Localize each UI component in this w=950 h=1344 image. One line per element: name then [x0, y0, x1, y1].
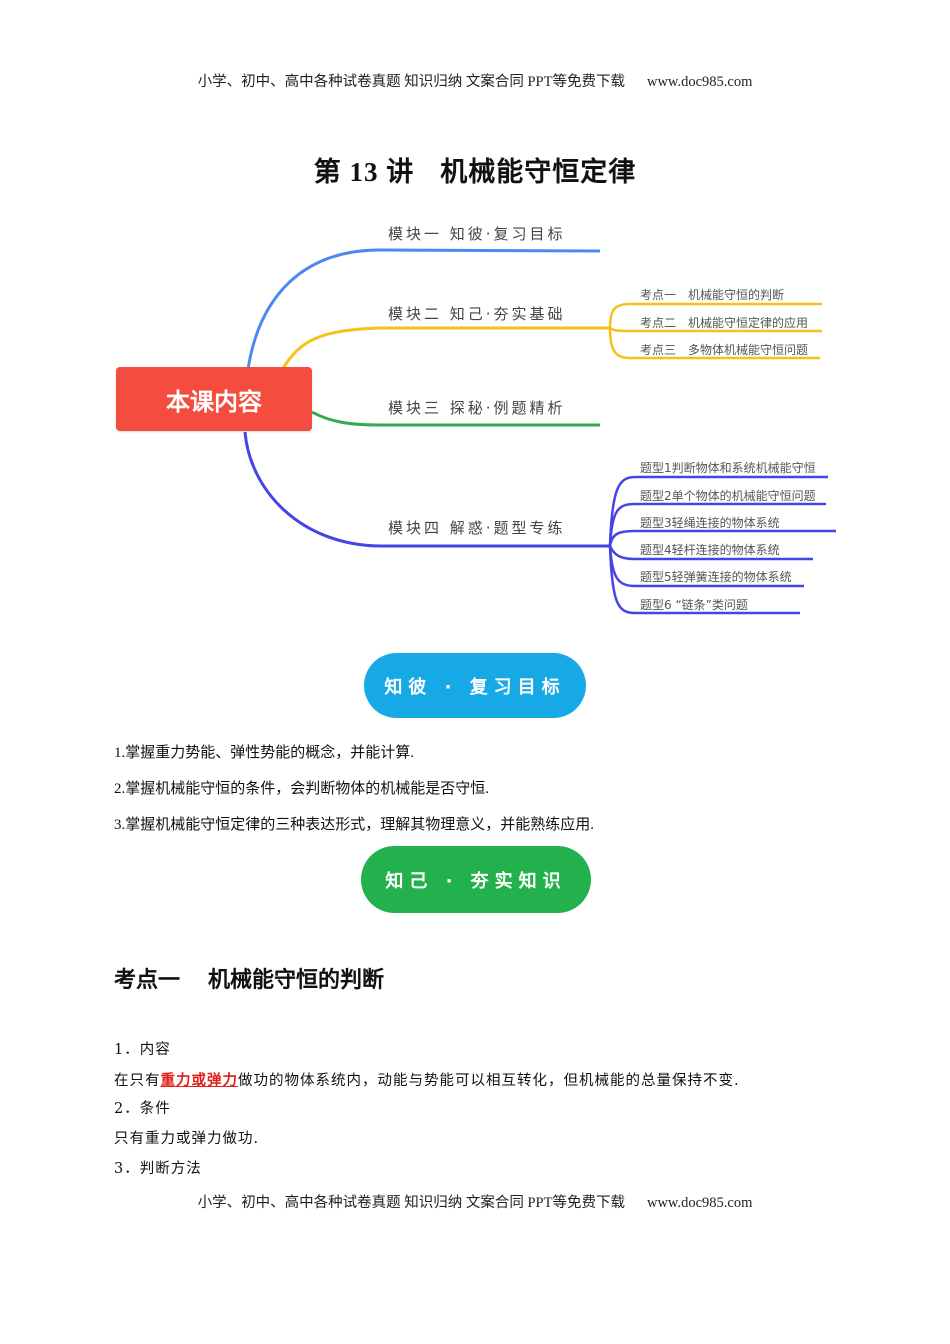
- section-key: 考点一: [114, 968, 181, 993]
- goal-item-3: 3.掌握机械能守恒定律的三种表达形式，理解其物理意义，并能熟练应用.: [114, 817, 595, 833]
- basics-banner: 知己 · 夯实知识: [361, 846, 591, 913]
- mindmap-module-4: 模块四 解惑·题型专练: [388, 519, 566, 537]
- page-header: 小学、初中、高中各种试卷真题 知识归纳 文案合同 PPT等免费下载 www.doc…: [0, 70, 950, 91]
- branch-module-4-children: [608, 475, 836, 615]
- goal-item-2: 2.掌握机械能守恒的条件，会判断物体的机械能是否守恒.: [114, 781, 490, 797]
- method-heading: 3．判断方法: [114, 1161, 202, 1177]
- branch-module-2-children: [608, 302, 822, 360]
- mindmap-leaf-kaodian-3: 考点三多物体机械能守恒问题: [640, 341, 808, 358]
- mindmap-module-2: 模块二 知己·夯实基础: [388, 305, 566, 323]
- leaf-key: 考点一: [640, 288, 677, 302]
- content-post: 做功的物体系统内，动能与势能可以相互转化，但机械能的总量保持不变.: [238, 1073, 740, 1089]
- mindmap-module-3: 模块三 探秘·例题精析: [388, 399, 566, 417]
- header-text: 小学、初中、高中各种试卷真题 知识归纳 文案合同 PPT等免费下载: [197, 74, 625, 90]
- mindmap-leaf-kaodian-1: 考点一机械能守恒的判断: [640, 286, 784, 303]
- section-title: 机械能守恒的判断: [208, 968, 385, 993]
- footer-site-link[interactable]: www.doc985.com: [646, 1195, 753, 1211]
- leaf-text: 多物体机械能守恒问题: [688, 343, 809, 357]
- lecture-number: 第 13 讲: [313, 157, 415, 187]
- content-heading: 1．内容: [114, 1042, 171, 1058]
- mindmap-module-1: 模块一 知彼·复习目标: [388, 225, 566, 243]
- content-paragraph: 在只有重力或弹力做功的物体系统内，动能与势能可以相互转化，但机械能的总量保持不变…: [114, 1069, 740, 1090]
- mindmap-root-node: 本课内容: [116, 367, 312, 431]
- condition-text: 只有重力或弹力做功.: [114, 1131, 260, 1147]
- content-highlight: 重力或弹力: [160, 1072, 238, 1089]
- branch-module-4: [243, 431, 610, 548]
- mindmap-leaf-tixing-6: 题型6 “链条”类问题: [640, 598, 748, 612]
- page-footer: 小学、初中、高中各种试卷真题 知识归纳 文案合同 PPT等免费下载 www.doc…: [0, 1191, 950, 1212]
- page-title: 第 13 讲机械能守恒定律: [0, 150, 950, 189]
- mindmap-connectors: [243, 248, 836, 615]
- footer-text: 小学、初中、高中各种试卷真题 知识归纳 文案合同 PPT等免费下载: [197, 1195, 625, 1211]
- header-site-link[interactable]: www.doc985.com: [646, 74, 753, 90]
- content-pre: 在只有: [114, 1073, 161, 1089]
- branch-module-2: [280, 326, 610, 371]
- review-goals-banner: 知彼 · 复习目标: [364, 653, 586, 718]
- mindmap-leaf-tixing-1: 题型1判断物体和系统机械能守恒: [640, 461, 816, 475]
- condition-heading: 2．条件: [114, 1101, 171, 1117]
- leaf-text: 机械能守恒的判断: [688, 288, 785, 302]
- branch-module-3: [311, 410, 600, 427]
- lecture-topic: 机械能守恒定律: [440, 157, 637, 187]
- leaf-key: 考点三: [640, 343, 677, 357]
- goal-item-1: 1.掌握重力势能、弹性势能的概念，并能计算.: [114, 745, 415, 761]
- leaf-text: 机械能守恒定律的应用: [688, 316, 809, 330]
- mindmap-leaf-tixing-5: 题型5轻弹簧连接的物体系统: [640, 570, 792, 584]
- mindmap-leaf-tixing-3: 题型3轻绳连接的物体系统: [640, 516, 780, 530]
- mindmap-leaf-tixing-2: 题型2单个物体的机械能守恒问题: [640, 489, 816, 503]
- mindmap-leaf-kaodian-2: 考点二机械能守恒定律的应用: [640, 314, 808, 331]
- section-heading: 考点一 机械能守恒的判断: [114, 962, 384, 994]
- mindmap-leaf-tixing-4: 题型4轻杆连接的物体系统: [640, 543, 780, 557]
- branch-module-1: [243, 248, 601, 399]
- leaf-key: 考点二: [640, 316, 677, 330]
